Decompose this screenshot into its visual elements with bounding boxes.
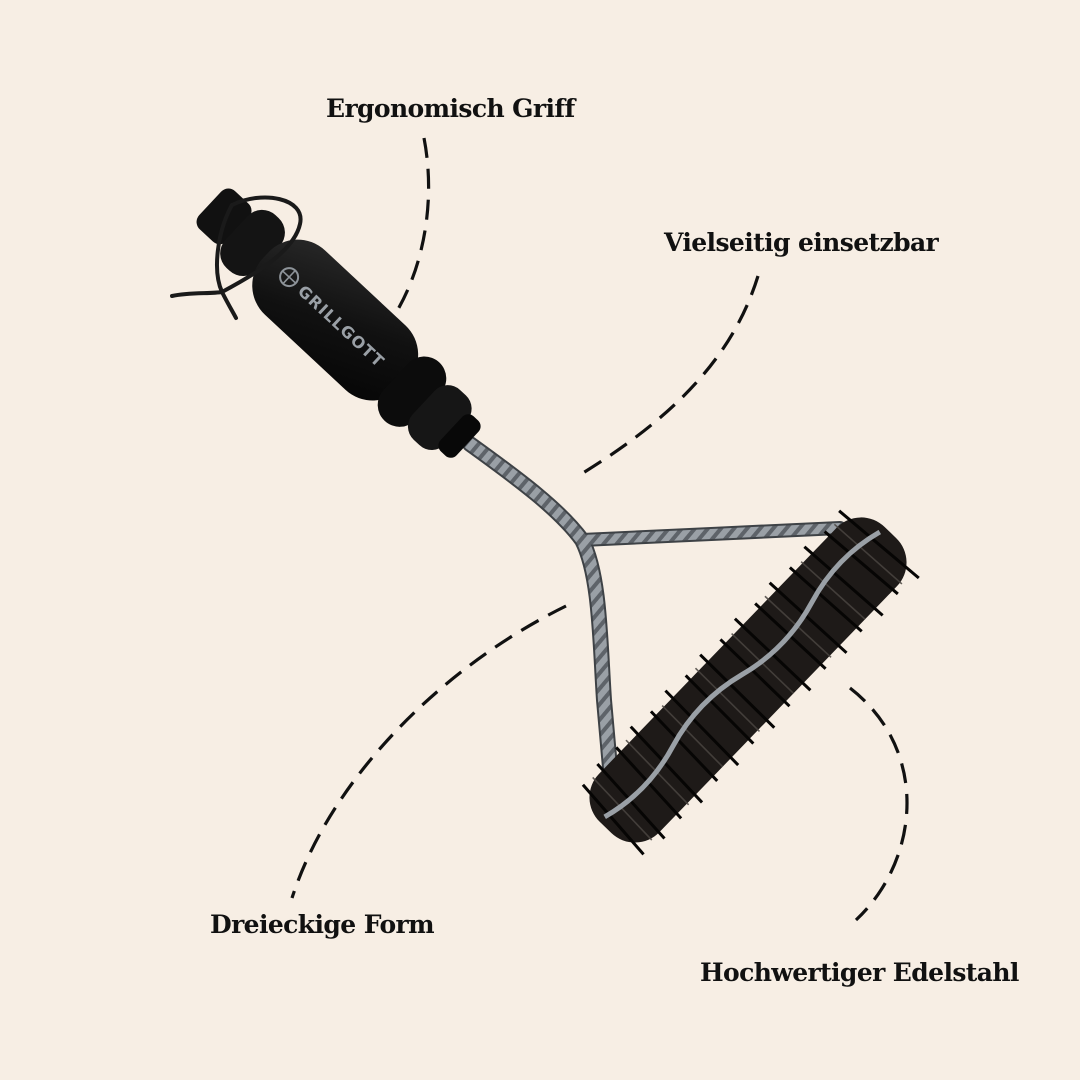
leader-line-griff <box>392 137 431 317</box>
leader-lines <box>290 137 909 922</box>
leader-line-form <box>290 604 567 899</box>
callout-stainless-steel: Hochwertiger Edelstahl <box>700 958 1019 987</box>
leader-line-edelstahl <box>849 686 909 922</box>
bristle-head <box>581 509 920 856</box>
leader-line-vielseitig <box>577 275 760 478</box>
leather-loop <box>170 195 303 320</box>
grill-brush: GRILLGOTT <box>170 188 920 856</box>
callout-ergonomic-grip: Ergonomisch Griff <box>326 94 575 123</box>
wire-frame <box>462 436 873 798</box>
callout-versatile-use: Vielseitig einsetzbar <box>664 228 939 257</box>
callout-triangular-shape: Dreieckige Form <box>210 910 435 939</box>
